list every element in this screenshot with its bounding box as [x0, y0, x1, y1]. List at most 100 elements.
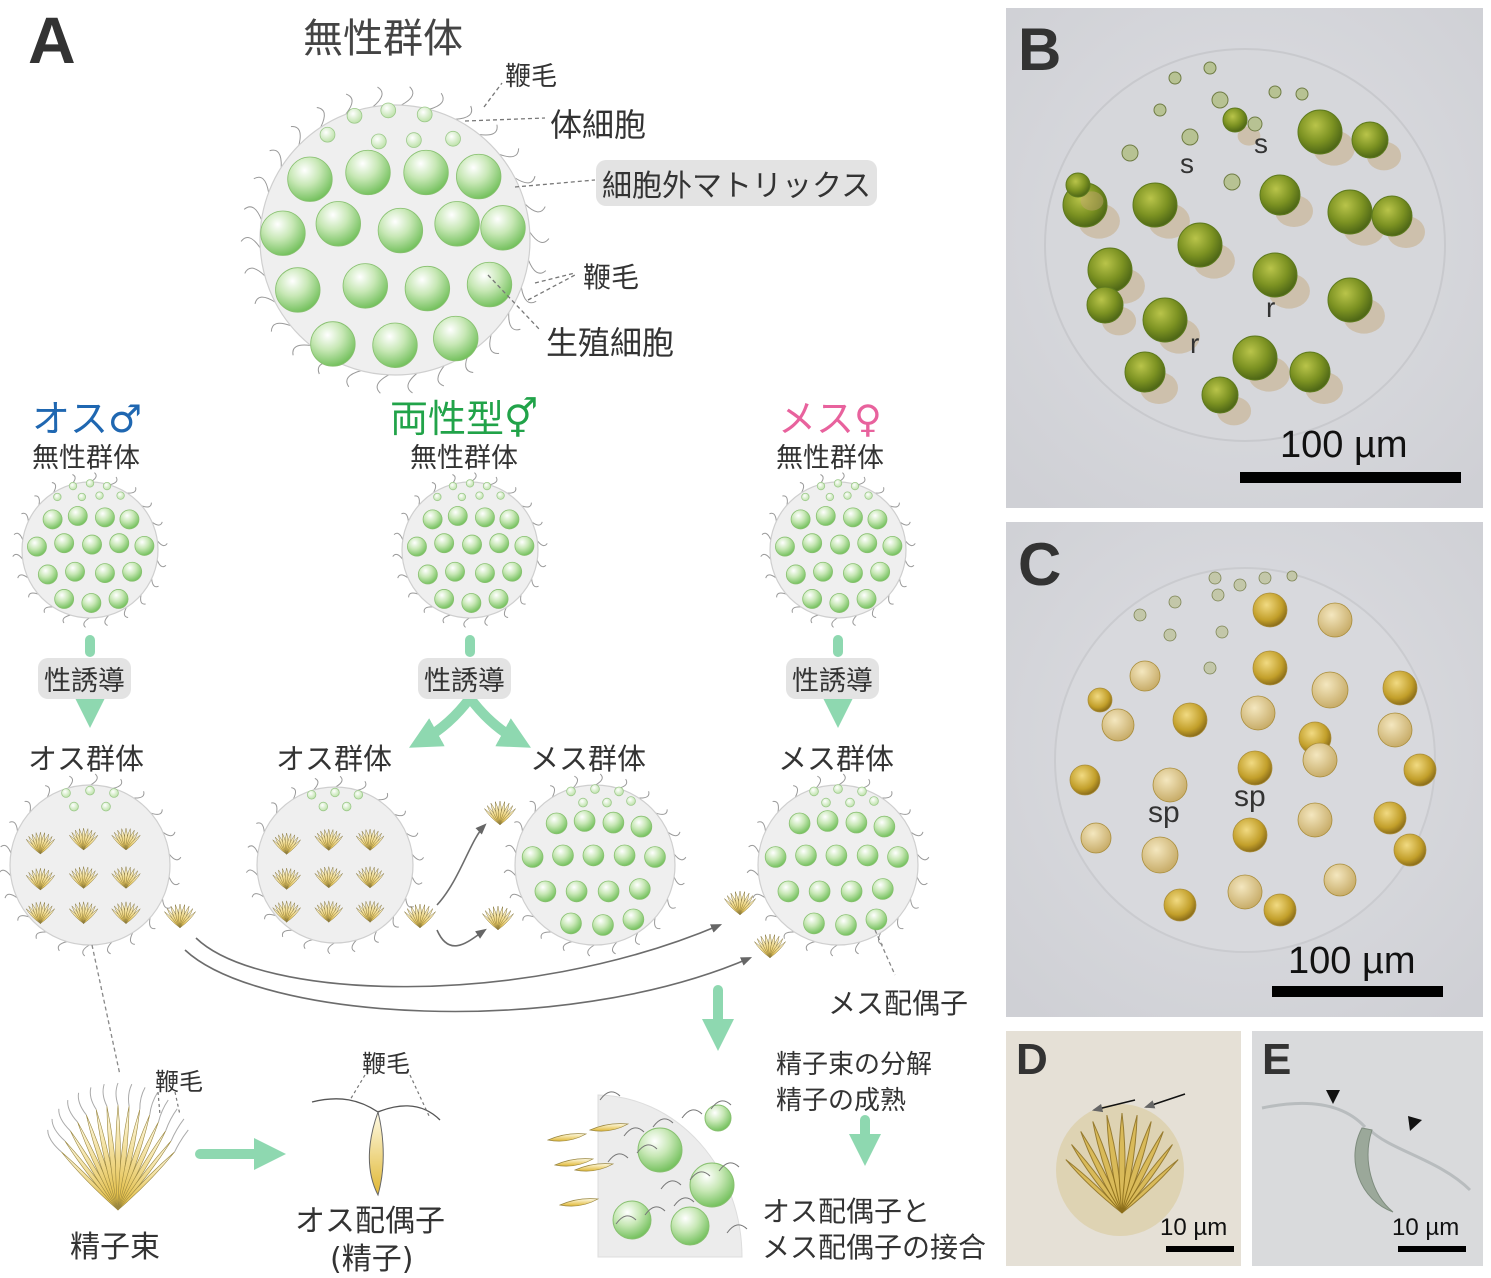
fertil-step2-line2: メス配偶子の接合 — [762, 1231, 987, 1264]
gonidium — [461, 593, 482, 613]
flagellum — [346, 370, 362, 388]
bisexual-result-male: オス群体 — [276, 742, 393, 776]
sperm-packet-photo — [1152, 767, 1188, 803]
flagellum — [28, 592, 39, 598]
flagellum — [247, 845, 259, 854]
gonidium — [407, 536, 427, 557]
somatic-cell — [465, 479, 475, 488]
flagellum — [428, 92, 444, 110]
photo-e-scale-bar — [1398, 1246, 1466, 1252]
gonidium — [422, 509, 443, 530]
flagellum — [316, 106, 325, 128]
flagellum — [327, 942, 335, 955]
gonidium — [462, 534, 482, 555]
gonidium — [310, 321, 356, 367]
gonidium — [27, 536, 47, 557]
sperm-packet-photo — [1141, 836, 1179, 874]
label-flagella-right: 鞭毛 — [583, 261, 640, 294]
flagellum — [9, 821, 18, 832]
gonidium — [42, 509, 63, 530]
female-gamete-leader — [874, 929, 896, 976]
somatic-cell — [306, 790, 317, 800]
sperm-cell — [125, 873, 141, 889]
flagellum — [897, 917, 904, 930]
flagellum — [34, 495, 40, 506]
somatic-cell — [61, 788, 71, 798]
male-gamete — [588, 1123, 630, 1132]
gonidium-photo — [1327, 277, 1373, 323]
flagellum — [599, 1091, 621, 1101]
flagellum — [529, 800, 536, 813]
sperm-packet-photo — [1163, 888, 1197, 922]
panel-letter-c: C — [1018, 531, 1062, 598]
sperm-flagellum — [58, 1108, 71, 1132]
flagellum — [757, 821, 766, 832]
sperm-flagellum — [67, 1099, 78, 1123]
gonidium-photo — [1086, 286, 1124, 324]
gonidium — [856, 589, 877, 609]
somatic-cell — [380, 102, 397, 119]
gonidium — [865, 908, 888, 931]
flagellum — [162, 898, 171, 909]
somatic-cell — [370, 133, 387, 150]
somatic-cell — [833, 784, 843, 794]
gonidium — [597, 880, 620, 903]
bisexual-induction: 性誘導 — [418, 658, 511, 699]
gonidium — [489, 533, 510, 554]
sperm-packet-photo — [1129, 660, 1161, 692]
gonidium — [445, 561, 465, 582]
gonidium-photo — [1351, 121, 1389, 159]
gonidium — [434, 201, 480, 247]
flagellum — [335, 775, 343, 788]
asexual-colony-main — [240, 86, 550, 394]
sperm-packet-photo — [1172, 702, 1208, 738]
somatic-cell — [590, 784, 600, 794]
female-gamete — [612, 1200, 652, 1240]
flagellum — [106, 941, 113, 955]
gonidium — [466, 261, 513, 308]
photo-c-scale-label: 100 µm — [1288, 940, 1416, 982]
flagellum — [673, 853, 687, 861]
gonidium — [345, 149, 391, 196]
flagellum — [654, 917, 661, 930]
male-gamete-name: オス配偶子 — [295, 1204, 445, 1239]
sperm-cell — [40, 838, 55, 855]
gonidium — [545, 812, 568, 835]
somatic-cell — [95, 491, 104, 500]
flagellum — [351, 939, 357, 953]
gonidium — [287, 156, 333, 202]
sperm-cell — [369, 873, 385, 888]
gonidium — [108, 589, 129, 609]
flagellum — [291, 787, 297, 800]
flagellum — [652, 1118, 674, 1128]
flagellum — [615, 1215, 637, 1225]
sperm-cell — [286, 874, 301, 890]
flagellum — [127, 487, 137, 494]
flagellum — [21, 512, 29, 522]
gonidium — [403, 149, 449, 196]
sperm-cell — [125, 908, 141, 924]
flagellum — [910, 898, 919, 909]
flagellum — [634, 932, 640, 945]
packet-flagella-label: 鞭毛 — [155, 1068, 203, 1096]
gonidium-photo — [1124, 351, 1166, 393]
male-gamete — [546, 1133, 588, 1142]
flagellum — [521, 502, 532, 508]
main-colony-title: 無性群体 — [303, 16, 463, 62]
small-colonies — [0, 472, 930, 959]
sperm-packet-photo — [1069, 764, 1101, 796]
sperm-flagellum — [102, 1083, 108, 1107]
gonidium — [560, 912, 582, 935]
colony-matrix — [9, 784, 171, 946]
flagellum — [888, 594, 894, 605]
somatic-cell-photo — [1211, 588, 1225, 602]
flagellum — [13, 532, 24, 541]
sperm-cell — [499, 808, 516, 826]
sperm-cell — [328, 873, 343, 888]
sperm-packet-photo — [1263, 893, 1297, 927]
colony-matrix — [256, 786, 414, 944]
flagellum — [726, 1224, 748, 1234]
somatic-cell — [330, 787, 340, 798]
flagellum — [503, 607, 509, 618]
flagellum — [140, 594, 146, 605]
